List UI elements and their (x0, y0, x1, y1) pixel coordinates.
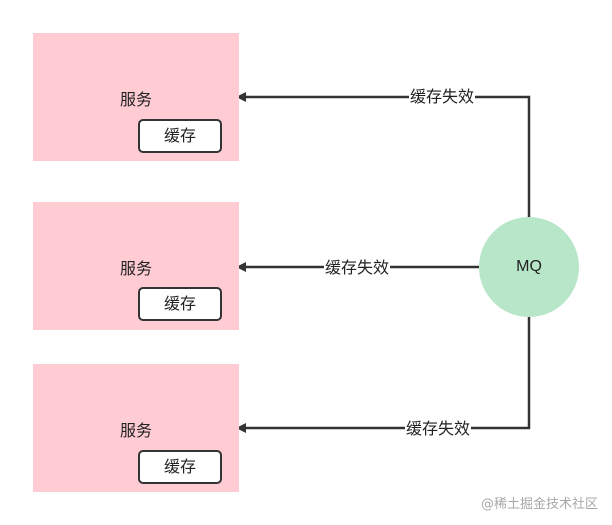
edge-line-bottom (236, 317, 531, 433)
service-box-3: 服务 缓存 (33, 364, 239, 492)
edge-line-top (236, 92, 531, 217)
edge-label-top: 缓存失效 (409, 87, 476, 107)
service-box-1: 服务 缓存 (33, 33, 239, 161)
mq-node: MQ (479, 217, 579, 317)
edge-label-middle: 缓存失效 (324, 258, 391, 278)
service-box-2: 服务 缓存 (33, 202, 239, 330)
service-label-2: 服务 (119, 259, 152, 278)
service-label-1: 服务 (119, 90, 152, 109)
watermark-text: @稀土掘金技术社区 (480, 497, 598, 512)
cache-box-3: 缓存 (138, 450, 222, 484)
edge-label-bottom: 缓存失效 (405, 419, 472, 439)
cache-box-1: 缓存 (138, 119, 222, 153)
service-label-3: 服务 (119, 421, 152, 440)
cache-box-2: 缓存 (138, 287, 222, 321)
